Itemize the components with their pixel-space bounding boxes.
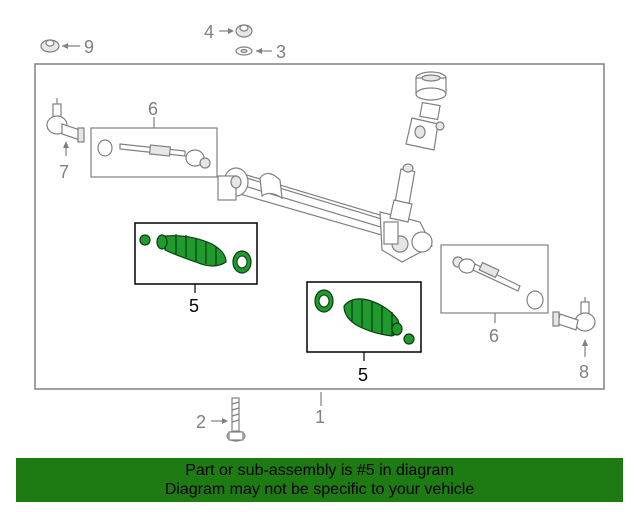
callout-9[interactable]: 9 xyxy=(84,37,94,57)
arrow-9 xyxy=(62,43,68,49)
clamp-icon[interactable] xyxy=(314,289,334,313)
banner-line-1: Part or sub-assembly is #5 in diagram xyxy=(185,462,454,479)
inner-tie-rod-icon[interactable] xyxy=(97,139,211,169)
boot-kit-box-left xyxy=(134,222,258,285)
arrow-4 xyxy=(228,28,234,34)
callout-7[interactable]: 7 xyxy=(59,162,69,182)
tie-rod-end-icon[interactable] xyxy=(46,98,85,143)
callout-8[interactable]: 8 xyxy=(579,362,589,382)
callout-3[interactable]: 3 xyxy=(276,42,286,62)
tie-rod-box-left xyxy=(90,127,218,178)
assembly-frame xyxy=(34,63,605,390)
pinion-housing-icon[interactable] xyxy=(405,71,447,151)
arrow-3 xyxy=(256,48,262,54)
washer-icon[interactable] xyxy=(235,46,253,56)
boot-icon[interactable] xyxy=(343,298,415,345)
callout-4[interactable]: 4 xyxy=(204,22,214,42)
tie-rod-end-icon[interactable] xyxy=(552,297,596,332)
callout-5a[interactable]: 5 xyxy=(189,296,199,316)
arrow-7 xyxy=(63,141,69,148)
arrow-8 xyxy=(582,339,588,346)
callout-2[interactable]: 2 xyxy=(196,412,206,432)
callout-6b[interactable]: 6 xyxy=(489,326,499,346)
steering-rack-icon[interactable] xyxy=(217,163,433,263)
boot-icon[interactable] xyxy=(139,234,227,267)
clamp-icon[interactable] xyxy=(232,250,252,274)
inner-tie-rod-icon[interactable] xyxy=(452,256,544,310)
arrow-2 xyxy=(222,418,228,424)
info-banner: Part or sub-assembly is #5 in diagram Di… xyxy=(16,458,623,502)
callout-1[interactable]: 1 xyxy=(315,407,325,427)
callout-5b[interactable]: 5 xyxy=(358,365,368,385)
banner-line-2: Diagram may not be specific to your vehi… xyxy=(164,481,475,498)
nut-icon[interactable] xyxy=(235,24,253,38)
bolt-icon[interactable] xyxy=(226,397,246,442)
nut-icon[interactable] xyxy=(40,39,60,53)
callout-6a[interactable]: 6 xyxy=(148,99,158,119)
